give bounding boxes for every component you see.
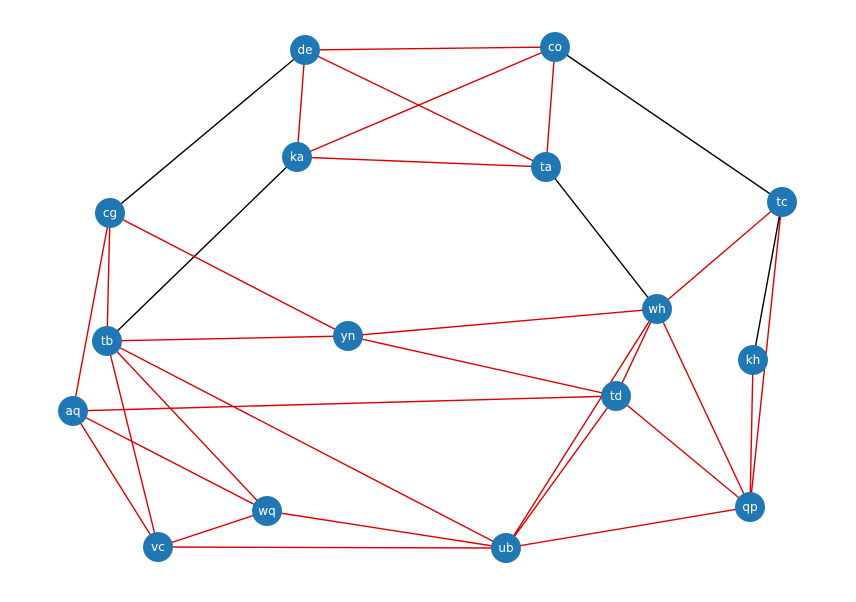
graph-node-aq[interactable]: aq <box>58 396 88 426</box>
edge-cg-aq <box>72 212 111 412</box>
edge-de-ka <box>296 49 306 158</box>
graph-node-vc[interactable]: vc <box>143 532 173 562</box>
edge-td-wh <box>615 308 658 397</box>
node-circle-kh[interactable] <box>738 345 768 375</box>
graph-node-wq[interactable]: wq <box>252 496 282 526</box>
graph-node-ub[interactable]: ub <box>491 533 521 563</box>
graph-node-co[interactable]: co <box>540 32 570 62</box>
edge-de-ta <box>304 49 547 168</box>
node-circle-tb[interactable] <box>92 326 122 356</box>
node-circle-co[interactable] <box>540 32 570 62</box>
edge-qp-kh <box>749 359 754 508</box>
edge-vc-ub <box>157 546 507 549</box>
edge-wh-tc <box>656 201 783 310</box>
edge-de-co <box>304 46 556 51</box>
edge-tb-ub <box>106 340 507 549</box>
edge-aq-vc <box>72 410 159 548</box>
graph-node-kh[interactable]: kh <box>738 345 768 375</box>
edge-cg-de <box>109 49 306 214</box>
edge-yn-wh <box>347 308 658 337</box>
node-circle-td[interactable] <box>601 381 631 411</box>
edge-wq-ub <box>266 510 507 549</box>
edge-yn-td <box>347 335 617 397</box>
edge-cg-yn <box>109 212 349 337</box>
graph-node-tc[interactable]: tc <box>767 187 797 217</box>
node-circle-aq[interactable] <box>58 396 88 426</box>
graph-node-ta[interactable]: ta <box>531 152 561 182</box>
edge-tb-wq <box>106 340 268 512</box>
edge-td-qp <box>615 395 751 508</box>
node-circle-cg[interactable] <box>95 198 125 228</box>
edge-ub-td <box>505 395 617 549</box>
edge-tb-yn <box>106 335 349 342</box>
graph-node-yn[interactable]: yn <box>333 321 363 351</box>
edge-ta-wh <box>545 166 658 310</box>
graph-node-td[interactable]: td <box>601 381 631 411</box>
node-circle-tc[interactable] <box>767 187 797 217</box>
edge-ka-co <box>296 46 556 158</box>
edge-ub-qp <box>505 506 751 549</box>
node-circle-wq[interactable] <box>252 496 282 526</box>
graph-node-de[interactable]: de <box>290 35 320 65</box>
graph-node-qp[interactable]: qp <box>735 492 765 522</box>
edge-co-tc <box>554 46 783 203</box>
edge-tc-kh <box>752 201 783 361</box>
node-circle-qp[interactable] <box>735 492 765 522</box>
edge-ub-wh <box>505 308 658 549</box>
edge-aq-wq <box>72 410 268 512</box>
edge-ka-ta <box>296 156 547 168</box>
edge-tb-vc <box>106 340 159 548</box>
edge-vc-wq <box>157 510 268 548</box>
graph-node-tb[interactable]: tb <box>92 326 122 356</box>
graph-node-ka[interactable]: ka <box>282 142 312 172</box>
node-circle-de[interactable] <box>290 35 320 65</box>
edge-cg-tb <box>106 212 111 342</box>
node-circle-vc[interactable] <box>143 532 173 562</box>
graph-node-wh[interactable]: wh <box>642 294 672 324</box>
node-circle-yn[interactable] <box>333 321 363 351</box>
edge-wh-qp <box>656 308 751 508</box>
edge-co-ta <box>545 46 556 168</box>
node-circle-ka[interactable] <box>282 142 312 172</box>
node-circle-wh[interactable] <box>642 294 672 324</box>
edge-aq-td <box>72 395 617 412</box>
graph-node-cg[interactable]: cg <box>95 198 125 228</box>
node-circle-ub[interactable] <box>491 533 521 563</box>
node-circle-ta[interactable] <box>531 152 561 182</box>
edge-tb-ka <box>106 156 298 342</box>
